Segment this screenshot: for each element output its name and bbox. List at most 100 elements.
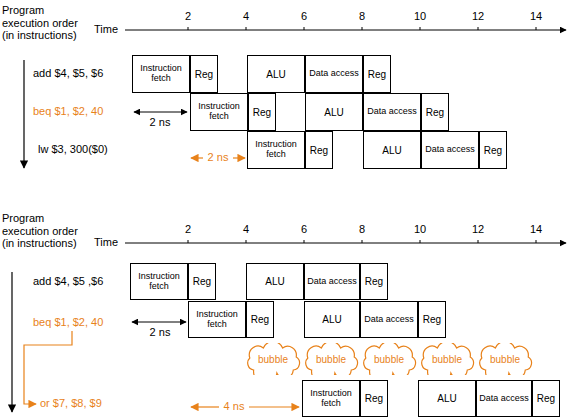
stage-label: ALU <box>265 276 284 287</box>
stage-label: Data access <box>479 394 529 404</box>
stage-label: Reg <box>251 314 269 325</box>
instruction-label: beq $1, $2, 40 <box>33 316 103 329</box>
stage-box: Reg <box>246 301 274 338</box>
axis-title: Program execution order (in instructions… <box>2 4 88 42</box>
instruction-label: or $7, $8, $9 <box>40 397 102 410</box>
stage-box: Data access <box>360 301 418 338</box>
stage-label: Instruction fetch <box>191 102 247 122</box>
stage-box: Reg <box>421 93 449 131</box>
stage-box: Instruction fetch <box>130 263 188 300</box>
stage-box: Instruction fetch <box>190 93 248 131</box>
stage-label: Reg <box>365 393 383 404</box>
tick-number: 14 <box>529 10 543 23</box>
tick-number: 2 <box>184 223 192 236</box>
bubble-cloud: bubble <box>302 343 360 375</box>
stage-label: Instruction fetch <box>303 389 359 409</box>
interval-label: 2 ns <box>149 116 172 129</box>
stage-label: Reg <box>193 276 211 287</box>
axis-ticks <box>188 27 536 30</box>
interval-label: 2 ns <box>149 326 172 339</box>
stage-label: ALU <box>266 69 285 80</box>
stage-label: Reg <box>253 107 271 118</box>
bubble-label: bubble <box>432 354 462 365</box>
stage-label: Reg <box>365 276 383 287</box>
bubble-label: bubble <box>490 354 520 365</box>
interval-arrow <box>191 406 219 407</box>
tick-number: 4 <box>242 10 250 23</box>
stage-box: Reg <box>360 380 388 417</box>
stage-box: ALU <box>247 55 305 93</box>
stage-box: ALU <box>246 263 304 300</box>
interval-label: 2 ns <box>207 151 230 164</box>
stage-box: Instruction fetch <box>188 301 246 338</box>
tick-number: 6 <box>300 223 308 236</box>
stage-label: Data access <box>364 315 414 325</box>
axis-ticks <box>188 240 536 243</box>
stage-box: Data access <box>305 55 363 93</box>
stage-box: Instruction fetch <box>132 55 190 93</box>
time-label: Time <box>94 236 118 249</box>
stage-label: Data access <box>367 107 417 117</box>
tick-number: 12 <box>471 10 485 23</box>
stage-box: Reg <box>532 380 560 417</box>
stage-box: Reg <box>363 55 391 93</box>
stage-box: Reg <box>248 93 276 131</box>
stage-box: ALU <box>363 131 421 169</box>
stage-label: Instruction fetch <box>133 64 189 84</box>
stage-box: Reg <box>418 301 446 338</box>
bubble-label: bubble <box>316 354 346 365</box>
bubble-cloud: bubble <box>360 343 418 375</box>
stage-label: ALU <box>382 145 401 156</box>
interval-arrow <box>132 322 186 323</box>
stage-box: Data access <box>421 131 479 169</box>
stage-label: Instruction fetch <box>131 272 187 292</box>
interval-arrow <box>191 157 203 158</box>
interval-arrow <box>134 112 187 113</box>
tick-number: 2 <box>184 10 192 23</box>
stage-label: Reg <box>368 69 386 80</box>
stage-label: Instruction fetch <box>189 310 245 330</box>
stage-label: Reg <box>195 69 213 80</box>
instruction-label: beq $1, $2, 40 <box>33 105 103 118</box>
branch-arrow <box>24 331 72 404</box>
tick-number: 6 <box>300 10 308 23</box>
stage-box: Reg <box>305 131 333 169</box>
tick-number: 10 <box>413 223 427 236</box>
time-axis <box>125 30 566 31</box>
stage-label: Reg <box>423 314 441 325</box>
instruction-label: add $4, $5, $6 <box>33 67 103 80</box>
stage-label: Reg <box>484 145 502 156</box>
bubble-label: bubble <box>374 354 404 365</box>
instruction-label: add $4, $5 ,$6 <box>33 275 103 288</box>
stage-box: Reg <box>360 263 388 300</box>
stage-box: Reg <box>190 55 218 93</box>
stage-label: ALU <box>324 107 343 118</box>
stage-box: Data access <box>476 380 532 417</box>
order-arrow <box>23 60 24 168</box>
stage-box: Reg <box>479 131 507 169</box>
instruction-label: lw $3, 300($0) <box>38 143 108 156</box>
stage-box: Data access <box>363 93 421 131</box>
stage-label: Reg <box>537 393 555 404</box>
stage-box: ALU <box>305 93 363 131</box>
tick-number: 12 <box>471 223 485 236</box>
stage-box: ALU <box>418 380 476 417</box>
stage-box: Instruction fetch <box>302 380 360 417</box>
interval-arrow <box>233 157 245 158</box>
stage-label: Instruction fetch <box>248 140 304 160</box>
stage-box: Reg <box>188 263 216 300</box>
tick-number: 4 <box>242 223 250 236</box>
stage-label: Data access <box>425 145 475 155</box>
interval-arrow <box>249 406 299 407</box>
time-axis <box>125 243 566 244</box>
stage-label: ALU <box>322 314 341 325</box>
tick-number: 10 <box>413 10 427 23</box>
stage-box: Instruction fetch <box>247 131 305 169</box>
stage-label: Reg <box>426 107 444 118</box>
tick-number: 8 <box>358 10 366 23</box>
stage-box: Data access <box>304 263 360 300</box>
stage-label: Data access <box>309 69 359 79</box>
tick-number: 14 <box>529 223 543 236</box>
interval-label: 4 ns <box>223 400 246 413</box>
